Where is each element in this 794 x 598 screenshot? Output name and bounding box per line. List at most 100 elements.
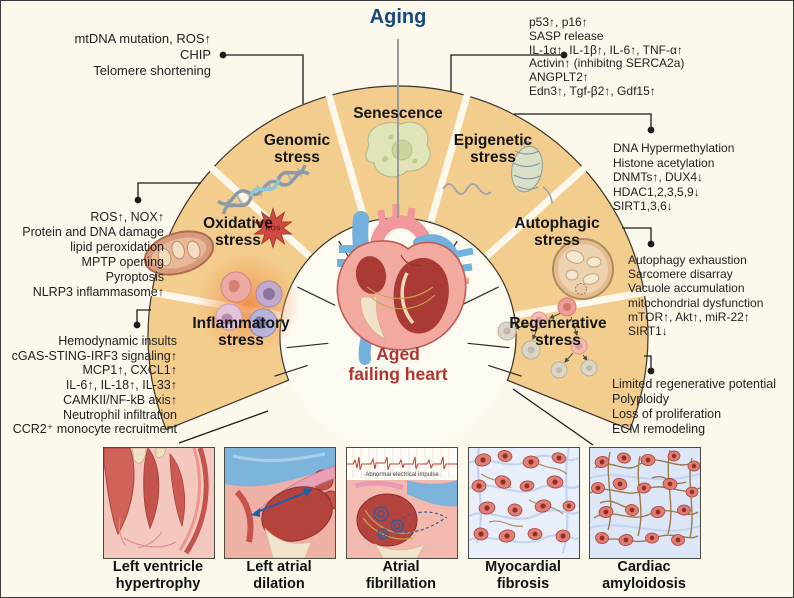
- panel-label-line: fibrosis: [496, 576, 550, 592]
- panel-label-left-atrial-dilation: Left atrial dilation: [246, 559, 311, 593]
- segment-label-line: Senescence: [353, 105, 443, 122]
- annotation-connectors: [136, 54, 652, 446]
- note-line: Edn3↑, Tgf-β2↑, Gdf15↑: [529, 83, 656, 98]
- note-line: mTOR↑, Akt↑, miR-22↑: [628, 309, 750, 324]
- autophagic-stress-notes: Autophagy exhaustion Sarcomere disarray …: [628, 253, 763, 338]
- segment-label-line: Oxidative: [203, 215, 273, 232]
- note-line: Protein and DNA damage: [22, 225, 164, 239]
- note-line: Polyploidy: [612, 392, 669, 406]
- connector-autophagic: [622, 227, 652, 243]
- note-line: SIRT1↓: [628, 324, 668, 339]
- note-line: DNA Hypermethylation: [613, 141, 735, 155]
- pointer-left-panel: [178, 410, 269, 444]
- panel-label-line: amyloidosis: [602, 576, 686, 592]
- panel-label-line: Cardiac: [617, 559, 671, 575]
- note-line: CAMKII/NF-kB axis↑: [63, 392, 177, 407]
- panel-label-line: Left ventricle: [112, 559, 204, 575]
- segment-label-genomic: Genomic stress: [263, 132, 331, 166]
- center-heart-label-line2: failing heart: [348, 363, 448, 384]
- autophagosome-icon: [552, 238, 614, 300]
- segment-label-oxidative: Oxidative stress: [203, 215, 273, 249]
- dna-helix-icon: [217, 164, 310, 215]
- chromosome-icon: [442, 141, 553, 204]
- segment-label-epigenetic: Epigenetic stress: [454, 132, 532, 166]
- note-line: Limited regenerative potential: [612, 377, 776, 391]
- note-line: MCP1↑, CXCL1↑: [82, 363, 177, 378]
- heart-illustration: [336, 204, 474, 365]
- abnormal-impulse-caption: Abnormal electrical impulse: [365, 472, 439, 478]
- connector-oxidative: [137, 182, 201, 199]
- segment-label-senescence: Senescence: [353, 105, 443, 123]
- panel-myocardial-fibrosis: [468, 447, 580, 559]
- connector-epigenetic: [514, 113, 652, 129]
- panel-left-ventricle-hypertrophy: [103, 447, 215, 559]
- panel-label-line: Atrial: [382, 559, 420, 575]
- stem-cells-icon: [497, 297, 598, 379]
- note-line: Loss of proliferation: [612, 407, 722, 421]
- segment-label-line: stress: [470, 148, 516, 166]
- connector-regenerative: [644, 355, 652, 370]
- note-line: Pyroptosis: [105, 270, 164, 284]
- panel-label-atrial-fibrillation: Atrial fibrillation: [366, 559, 436, 593]
- center-heart-label: Aged failing heart: [348, 344, 448, 384]
- segment-label-line: Regenerative: [509, 315, 607, 332]
- connector-dots: [133, 51, 655, 375]
- note-line: IL-6↑, IL-18↑, IL-33↑: [65, 378, 177, 393]
- connector-genomic: [223, 54, 304, 104]
- note-line: IL-1α↑, IL-1β↑, IL-6↑, TNF-α↑: [529, 42, 683, 57]
- segment-label-line: stress: [215, 231, 261, 249]
- note-line: Neutrophil infiltration: [63, 407, 177, 422]
- immune-cells-icon: [196, 252, 300, 356]
- mitochondria-ros-icon: ROS: [143, 207, 293, 276]
- note-line: SASP release: [529, 28, 604, 43]
- note-line: CCR2⁺ monocyte recruitment: [12, 422, 177, 437]
- panel-label-left-ventricle-hypertrophy: Left ventricle hypertrophy: [113, 559, 203, 593]
- note-line: Sarcomere disarray: [628, 267, 733, 282]
- panel-atrial-fibrillation: Abnormal electrical impulse: [346, 447, 458, 559]
- note-line: Autophagy exhaustion: [628, 253, 747, 267]
- connector-inflammatory: [136, 309, 151, 324]
- pointer-right-panel: [512, 388, 594, 446]
- left-atrial-dilation-image: [224, 447, 336, 559]
- panel-label-cardiac-amyloidosis: Cardiac amyloidosis: [602, 559, 686, 593]
- note-line: ANGPLT2↑: [529, 70, 589, 85]
- note-line: Histone acetylation: [613, 155, 715, 170]
- genomic-stress-notes: mtDNA mutation, ROS↑ CHIP Telomere short…: [74, 31, 211, 79]
- note-line: mitochondrial dysfunction: [628, 295, 764, 310]
- segment-label-line: stress: [535, 331, 581, 349]
- oxidative-stress-notes: ROS↑, NOX↑ Protein and DNA damage lipid …: [22, 210, 164, 300]
- panel-label-line: fibrillation: [365, 576, 437, 592]
- note-line: Vacuole accumulation: [628, 281, 745, 296]
- center-heart-label-line1: Aged: [376, 344, 420, 364]
- note-line: Telomere shortening: [93, 63, 211, 78]
- panel-cardiac-amyloidosis: [589, 447, 701, 559]
- segment-label-regenerative: Regenerative stress: [509, 315, 607, 349]
- note-line: p53↑, p16↑: [529, 15, 588, 29]
- panel-label-line: hypertrophy: [115, 576, 201, 592]
- note-line: MPTP opening: [81, 255, 164, 269]
- panel-left-atrial-dilation: [224, 447, 336, 559]
- note-line: NLRP3 inflammasome↑: [32, 285, 164, 299]
- atrial-fibrillation-image: Abnormal electrical impulse: [346, 447, 458, 559]
- note-line: DNMTs↑, DUX4↓: [613, 170, 704, 184]
- note-line: ROS↑, NOX↑: [90, 210, 164, 224]
- panel-label-line: Myocardial: [485, 559, 561, 575]
- ros-star-label: ROS: [266, 226, 281, 233]
- note-line: Hemodynamic insults: [58, 334, 177, 348]
- segment-label-autophagic: Autophagic stress: [514, 215, 600, 249]
- note-line: Activin↑ (inhibitng SERCA2a): [529, 56, 685, 71]
- segment-label-line: stress: [218, 331, 264, 349]
- segment-label-line: Genomic: [263, 132, 331, 149]
- note-line: SIRT1,3,6↓: [613, 199, 673, 213]
- note-line: HDAC1,2,3,5,9↓: [613, 184, 700, 199]
- note-line: mtDNA mutation, ROS↑: [74, 31, 211, 46]
- segment-label-line: Inflammatory: [192, 315, 290, 332]
- note-line: cGAS-STING-IRF3 signaling↑: [11, 348, 177, 363]
- connector-senescence: [450, 54, 564, 91]
- segment-label-line: Autophagic: [514, 215, 600, 232]
- senescence-stress-notes: p53↑, p16↑ SASP release IL-1α↑, IL-1β↑, …: [529, 15, 685, 99]
- inflammatory-stress-notes: Hemodynamic insults cGAS-STING-IRF3 sign…: [12, 334, 177, 437]
- regenerative-stress-notes: Limited regenerative potential Polyploid…: [612, 377, 776, 437]
- panel-label-line: dilation: [253, 576, 305, 592]
